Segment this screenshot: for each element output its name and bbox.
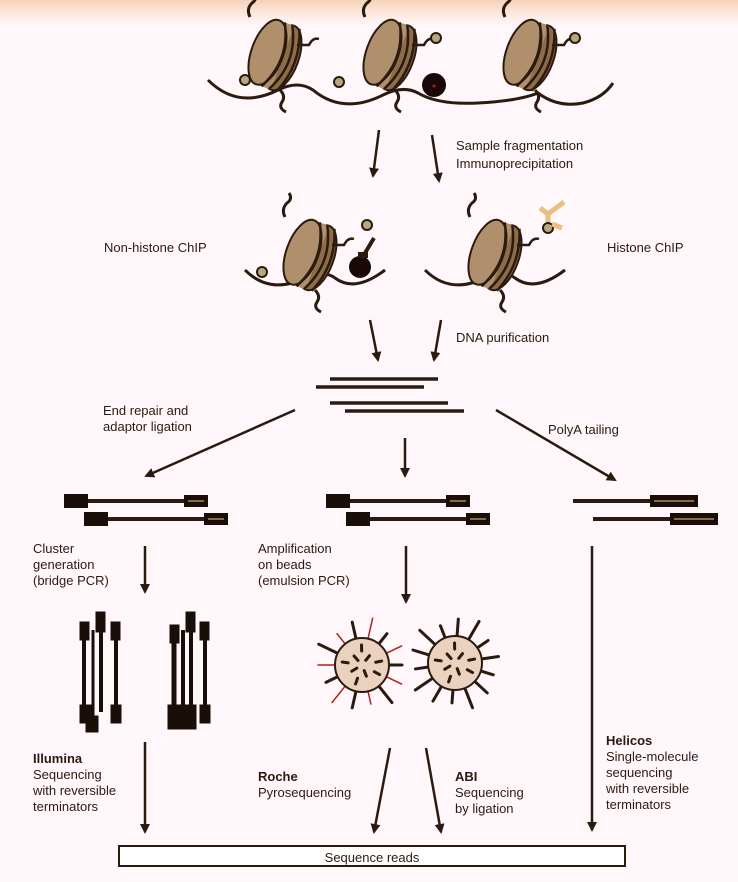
label-line: by ligation [455,801,514,816]
dna-fragments [316,377,464,413]
bead-strand [466,619,481,642]
arrow [368,319,382,362]
label-amplification: Amplification on beads (emulsion PCR) [258,541,350,589]
arrow [369,129,381,178]
label-roche: Roche Pyrosequencing [258,769,351,801]
bead-strand [376,632,389,647]
label-line: with reversible [33,783,117,798]
bead-strand [479,654,501,661]
label-dna-purification: DNA purification [456,330,550,345]
bead-strand [362,669,368,678]
label-line: Sequencing [455,785,524,800]
label-cluster-generation: Cluster generation (bridge PCR) [33,541,109,589]
bead-strand [367,617,374,641]
bead-strand [438,624,448,641]
label-non-histone-chip: Non-histone ChIP [104,240,207,255]
label-immunoprecipitation: Immunoprecipitation [456,156,574,171]
arrow [144,408,296,478]
bead-strand [374,659,384,664]
bead-strand [478,669,495,677]
bead-strand [413,676,436,692]
label-line: terminators [33,799,99,814]
platform-name: Roche [258,769,298,784]
label-line: generation [33,557,95,572]
platform-name: Helicos [606,733,653,748]
bead-strand [455,667,461,676]
label-line: sequencing [606,765,673,780]
bead-strand [317,642,341,656]
bead-strand [474,638,490,650]
bead-strand [462,685,475,710]
label-line: on beads [258,557,312,572]
bead-strand [352,654,360,662]
label-line: Sequencing [33,767,102,782]
bead-strand [455,617,460,639]
platform-name: Illumina [33,751,83,766]
bead-strand [411,648,432,657]
bead-strand [340,660,350,665]
bead-strand [445,652,453,660]
bead-core [334,637,390,693]
label-line: with reversible [606,781,690,796]
arrow [424,747,445,834]
label-line: adaptor ligation [103,419,192,434]
bead-strand [324,674,341,684]
arrow [430,319,443,362]
label-polya-tailing: PolyA tailing [548,422,619,437]
bead-strand [418,628,438,647]
bead-strand [331,684,347,704]
label-histone-chip: Histone ChIP [607,240,684,255]
bridge-pcr-clusters [79,611,211,733]
bead-strand [336,632,347,646]
bead-strand [354,676,360,686]
bead-strand [465,668,475,675]
bead-strand [376,683,394,705]
chromatin-top [206,0,615,114]
bead-strand [450,687,455,705]
adaptor-fragments [64,492,718,528]
bead-core [427,635,483,691]
bead-strand [350,620,358,642]
bead-strand [364,654,371,662]
label-line: End repair and [103,403,189,418]
bead-strand [350,688,358,710]
label-line: (bridge PCR) [33,573,109,588]
arrow [370,747,392,834]
bead-strand [384,675,403,685]
bead [411,617,501,710]
bead-strand [443,664,452,671]
bead-strand [350,666,359,673]
label-abi: ABI Sequencing by ligation [455,769,524,817]
bead-strand [367,689,372,705]
sequence-reads-box: Sequence reads [118,845,626,867]
bead-strand [384,645,403,655]
label-line: (emulsion PCR) [258,573,350,588]
bead-strand [447,674,453,684]
arrow [430,134,443,183]
arrow [495,408,617,482]
emulsion-beads [317,617,501,710]
label-line: Single-molecule [606,749,699,764]
nucleosome-histone [423,191,566,314]
label-line: Cluster [33,541,75,556]
bead-strand [431,684,444,703]
bead-strand [467,657,477,662]
label-line: Amplification [258,541,332,556]
platform-name: ABI [455,769,478,784]
label-helicos: Helicos Single-molecule sequencing with … [606,733,699,813]
label-line: Pyrosequencing [258,785,352,800]
bead-strand [472,679,489,695]
label-illumina: Illumina Sequencing with reversible term… [33,751,116,815]
bead-strand [372,670,382,677]
bead-strand [413,665,431,671]
nucleosome-non-histone [243,191,386,314]
bead-strand [457,652,464,660]
label-line: terminators [606,797,672,812]
bead [317,617,404,710]
label-end-repair: End repair and adaptor ligation [103,403,192,435]
bead-strand [433,658,443,663]
label-fragmentation: Sample fragmentation [456,138,584,153]
